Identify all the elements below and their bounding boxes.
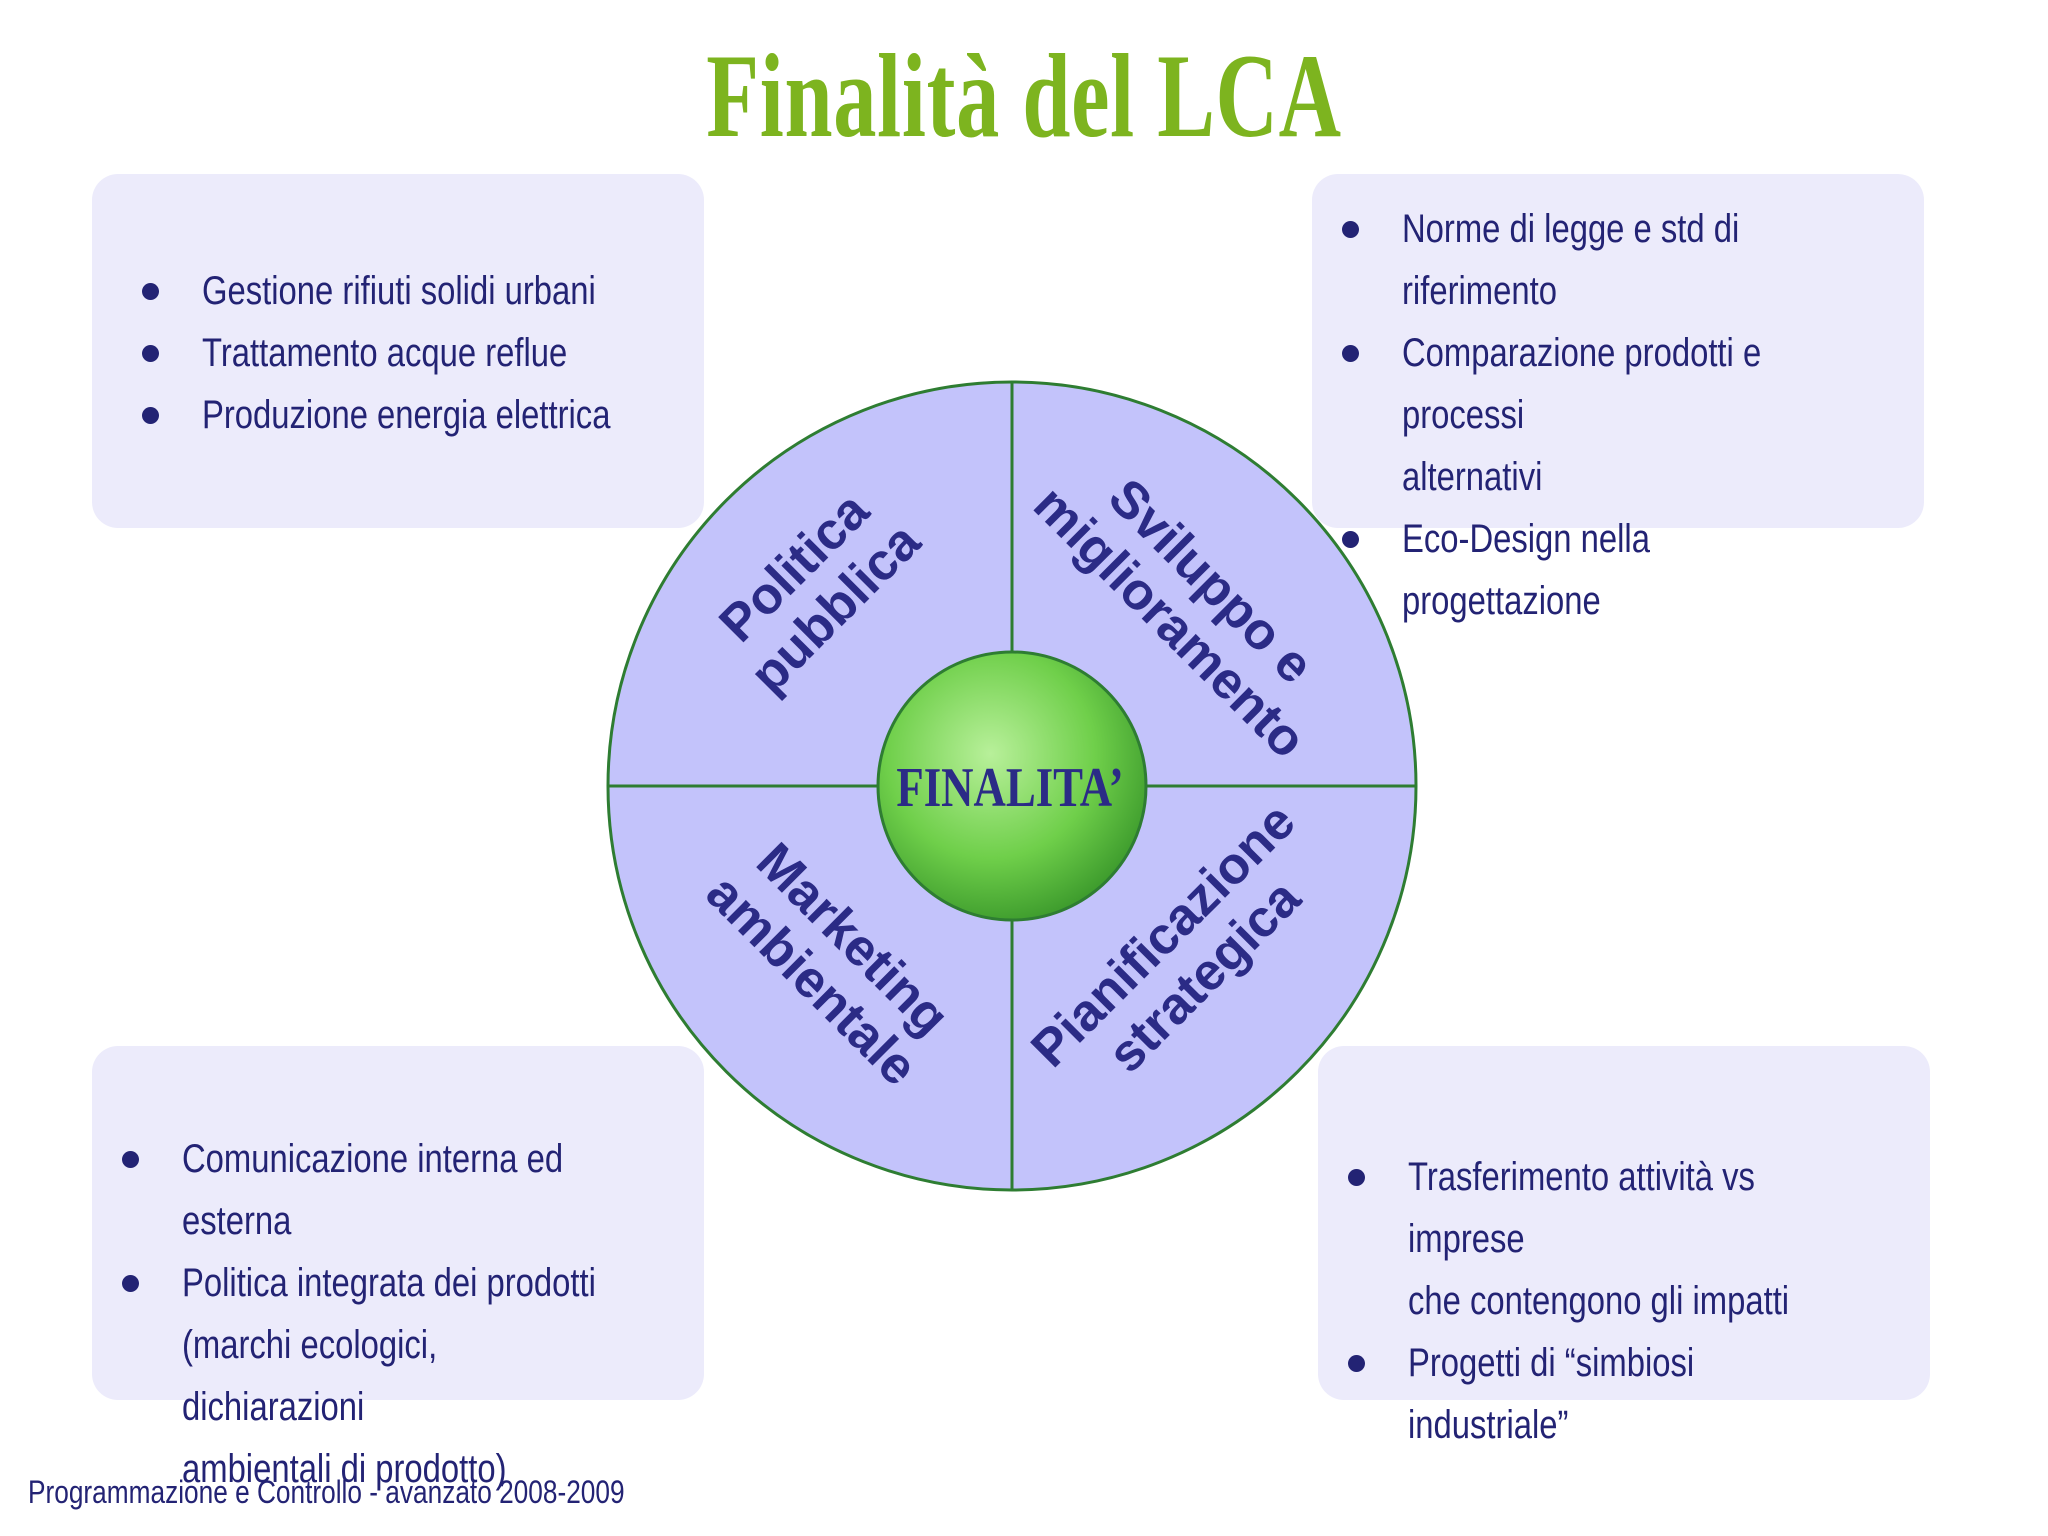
list-item: Progetti di “simbiosi industriale” [1348,1332,1930,1456]
bullet-list: Comunicazione interna ed esterna Politic… [122,1128,704,1500]
bullet-list: Trasferimento attività vs imprese che co… [1348,1146,1930,1456]
bullet-icon [1348,1169,1365,1186]
bullet-icon [142,345,159,362]
list-item: Trasferimento attività vs imprese che co… [1348,1146,1930,1332]
list-item: Trattamento acque reflue [142,322,704,384]
box-politica-pubblica: Gestione rifiuti solidi urbani Trattamen… [92,174,704,528]
box-sviluppo-miglioramento: Norme di legge e std di riferimento Comp… [1312,174,1924,623]
list-item: Politica integrata dei prodotti (marchi … [122,1252,704,1500]
page-title: Finalità del LCA [706,29,1342,162]
bullet-list: Norme di legge e std di riferimento Comp… [1342,198,1924,632]
bullet-icon [142,283,159,300]
bullet-icon [1342,345,1359,362]
bullet-list: Gestione rifiuti solidi urbani Trattamen… [142,260,704,446]
list-item: Eco-Design nella progettazione [1342,508,1924,632]
list-item: Comunicazione interna ed esterna [122,1128,704,1252]
bullet-icon [1342,531,1359,548]
list-item: Norme di legge e std di riferimento [1342,198,1924,322]
bullet-icon [1348,1355,1365,1372]
bullet-icon [122,1151,139,1168]
box-pianificazione-strategica: Trasferimento attività vs imprese che co… [1318,1046,1930,1447]
bullet-icon [122,1275,139,1292]
center-label: FINALITA’ [896,756,1123,818]
center-circle [876,650,1148,922]
list-item: Gestione rifiuti solidi urbani [142,260,704,322]
box-marketing-ambientale: Comunicazione interna ed esterna Politic… [92,1046,704,1491]
bullet-icon [142,407,159,424]
list-item: Comparazione prodotti e processi alterna… [1342,322,1924,508]
list-item: Produzione energia elettrica [142,384,704,446]
footer-text: Programmazione e Controllo - avanzato 20… [28,1474,625,1510]
bullet-icon [1342,221,1359,238]
